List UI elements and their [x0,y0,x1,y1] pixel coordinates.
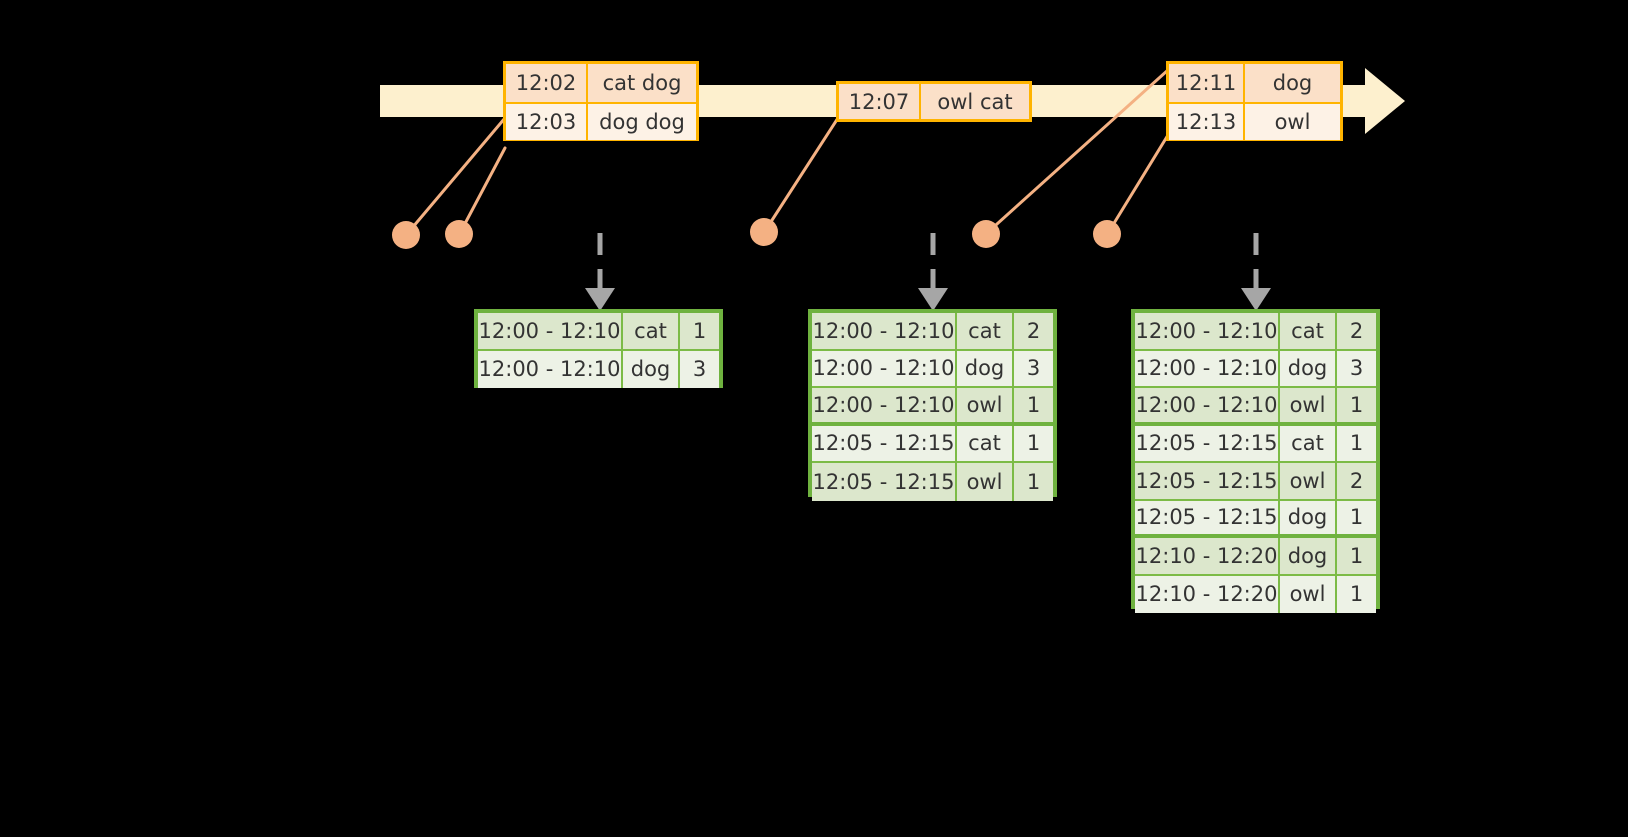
cell-count: 1 [1349,582,1364,607]
table-row[interactable]: 12:10 - 12:20 dog 1 [1135,538,1376,576]
cell-key: cat [623,313,680,349]
event-row[interactable]: 12:07 owl cat [839,84,1029,119]
table-row[interactable]: 12:00 - 12:10 owl 1 [812,388,1053,426]
cell-count: 1 [1349,431,1364,456]
connector-line-5 [1106,133,1170,235]
table-row[interactable]: 12:05 - 12:15 cat 1 [1135,425,1376,463]
event-value: dog dog [599,110,685,134]
result-table-1[interactable]: 12:00 - 12:10 cat 1 12:00 - 12:10 dog 3 [474,309,723,388]
event-time: 12:07 [839,84,921,119]
table-row[interactable]: 12:00 - 12:10 cat 1 [478,313,719,351]
event-row[interactable]: 12:13 owl [1169,102,1340,140]
table-row[interactable]: 12:05 - 12:15 cat 1 [812,425,1053,463]
cell-count: 2 [1349,468,1364,493]
event-row[interactable]: 12:11 dog [1169,64,1340,102]
cell-key: cat [957,425,1014,461]
table-row[interactable]: 12:00 - 12:10 owl 1 [1135,388,1376,426]
cell-count: 3 [1349,356,1364,381]
cell-window: 12:05 - 12:15 [1135,425,1280,461]
connector-dot-5 [1093,220,1121,248]
connector-dots [392,218,1121,249]
table-row[interactable]: 12:10 - 12:20 owl 1 [1135,575,1376,613]
table-row[interactable]: 12:00 - 12:10 cat 2 [1135,313,1376,351]
cell-window: 12:00 - 12:10 [812,313,957,349]
table-row[interactable]: 12:00 - 12:10 dog 3 [812,350,1053,388]
event-time: 12:11 [1169,64,1245,102]
cell-window: 12:10 - 12:20 [1135,538,1280,574]
event-row[interactable]: 12:03 dog dog [506,102,696,140]
cell-count: 1 [1349,543,1364,568]
event-row[interactable]: 12:02 cat dog [506,64,696,102]
table-row[interactable]: 12:05 - 12:15 owl 2 [1135,463,1376,501]
result-table-3[interactable]: 12:00 - 12:10 cat 2 12:00 - 12:10 dog 3 … [1131,309,1380,613]
connector-dot-4 [972,220,1000,248]
cell-key: cat [957,313,1014,349]
dashed-arrow-heads [585,288,1271,311]
event-group-1[interactable]: 12:02 cat dog 12:03 dog dog [503,61,699,141]
cell-window: 12:05 - 12:15 [1135,500,1280,534]
event-time: 12:02 [506,64,588,102]
cell-window: 12:05 - 12:15 [812,463,957,501]
cell-count: 1 [1026,392,1041,417]
event-time: 12:03 [506,104,588,140]
connector-line-1 [405,116,507,236]
cell-window: 12:05 - 12:15 [812,425,957,461]
cell-key: dog [1280,350,1337,386]
cell-window: 12:00 - 12:10 [478,350,623,388]
connector-dot-2 [445,220,473,248]
event-group-2[interactable]: 12:07 owl cat [836,81,1032,122]
connector-dot-1 [392,221,420,249]
connector-line-3 [763,116,840,233]
cell-count: 1 [692,318,707,343]
cell-window: 12:00 - 12:10 [1135,388,1280,422]
cell-count: 2 [1349,318,1364,343]
table-row[interactable]: 12:05 - 12:15 dog 1 [1135,500,1376,538]
cell-count: 3 [1026,356,1041,381]
cell-key: cat [1280,313,1337,349]
cell-key: dog [623,350,680,388]
cell-window: 12:00 - 12:10 [812,350,957,386]
cell-key: dog [957,350,1014,386]
cell-key: owl [1280,463,1337,499]
table-row[interactable]: 12:00 - 12:10 cat 2 [812,313,1053,351]
cell-key: owl [1280,575,1337,613]
dashed-arrow-2-head [918,288,948,311]
event-value: owl cat [937,89,1013,114]
cell-key: owl [957,463,1014,501]
cell-key: cat [1280,425,1337,461]
table-row[interactable]: 12:00 - 12:10 dog 3 [478,350,719,388]
cell-window: 12:10 - 12:20 [1135,575,1280,613]
connector-dot-3 [750,218,778,246]
cell-key: dog [1280,538,1337,574]
result-table-2[interactable]: 12:00 - 12:10 cat 2 12:00 - 12:10 dog 3 … [808,309,1057,501]
dashed-arrow-1-head [585,288,615,311]
event-value: dog [1272,71,1313,95]
cell-count: 3 [692,357,707,382]
dashed-arrows [597,233,1259,292]
dashed-arrow-3-head [1241,288,1271,311]
table-row[interactable]: 12:05 - 12:15 owl 1 [812,463,1053,501]
cell-key: owl [957,388,1014,422]
cell-window: 12:00 - 12:10 [1135,350,1280,386]
event-value: cat dog [602,71,682,95]
table-row[interactable]: 12:00 - 12:10 dog 3 [1135,350,1376,388]
cell-key: owl [1280,388,1337,422]
cell-window: 12:00 - 12:10 [478,313,623,349]
event-group-3[interactable]: 12:11 dog 12:13 owl [1166,61,1343,141]
cell-key: dog [1280,500,1337,534]
cell-count: 1 [1026,431,1041,456]
cell-count: 1 [1026,469,1041,494]
event-time: 12:13 [1169,104,1245,140]
event-value: owl [1274,110,1311,134]
connector-line-2 [458,146,507,235]
cell-window: 12:05 - 12:15 [1135,463,1280,499]
cell-count: 2 [1026,318,1041,343]
cell-count: 1 [1349,392,1364,417]
cell-window: 12:00 - 12:10 [1135,313,1280,349]
cell-count: 1 [1349,505,1364,530]
cell-window: 12:00 - 12:10 [812,388,957,422]
